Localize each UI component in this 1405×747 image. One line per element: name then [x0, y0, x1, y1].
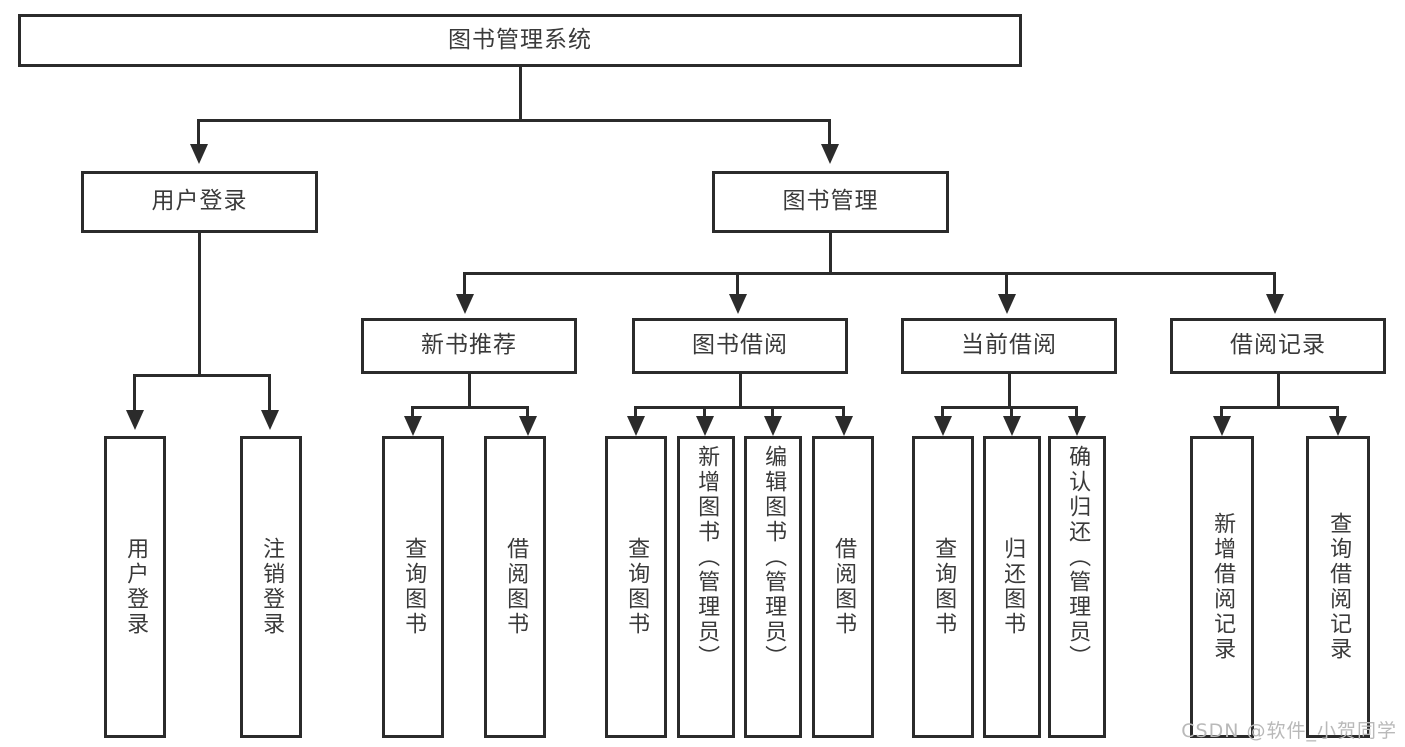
arrow-new-book-child-2 [519, 416, 537, 436]
leaf-label: 借阅图书 [831, 537, 857, 637]
arrow-current-borrow-child-2 [1003, 416, 1021, 436]
node-label: 图书借阅 [692, 332, 788, 359]
connector-user-login-bus [133, 374, 271, 377]
connector-book-borrow-drop-2 [703, 406, 706, 418]
node-root-book-management-system[interactable]: 图书管理系统 [18, 14, 1022, 67]
node-current-borrow[interactable]: 当前借阅 [901, 318, 1117, 374]
arrow-to-borrow-record [1266, 294, 1284, 314]
leaf-label: 查询借阅记录 [1326, 512, 1352, 662]
node-label: 图书管理系统 [448, 26, 592, 53]
connector-current-borrow-bus [941, 406, 1078, 409]
connector-borrow-record-bus [1220, 406, 1339, 409]
connector-current-borrow-drop-2 [1010, 406, 1013, 418]
connector-book-borrow-drop-4 [842, 406, 845, 418]
connector-level3-drop-4 [1273, 272, 1276, 294]
leaf-query-borrow-record[interactable]: 查询借阅记录 [1306, 436, 1370, 738]
leaf-borrow-book[interactable]: 借阅图书 [812, 436, 874, 738]
connector-book-borrow-bus [634, 406, 845, 409]
leaf-label: 确认归还（管理员） [1065, 445, 1091, 670]
leaf-label: 借阅图书 [503, 537, 529, 637]
arrow-borrow-record-child-2 [1329, 416, 1347, 436]
arrow-to-book-borrow [729, 294, 747, 314]
connector-borrow-record-drop-1 [1220, 406, 1223, 418]
node-borrow-record[interactable]: 借阅记录 [1170, 318, 1386, 374]
connector-book-borrow-drop-3 [771, 406, 774, 418]
leaf-user-login[interactable]: 用户登录 [104, 436, 166, 738]
leaf-label: 编辑图书（管理员） [761, 445, 787, 670]
connector-level3-drop-1 [463, 272, 466, 294]
connector-level3-drop-3 [1005, 272, 1008, 294]
connector-level3-drop-2 [736, 272, 739, 294]
connector-root-stem [519, 67, 522, 119]
connector-user-login-drop-2 [268, 374, 271, 410]
leaf-label: 查询图书 [401, 537, 427, 637]
node-label: 用户登录 [151, 188, 248, 215]
connector-user-login-stem [198, 233, 201, 374]
connector-user-login-drop-1 [133, 374, 136, 410]
leaf-label: 用户登录 [123, 537, 149, 637]
connector-new-book-drop-2 [526, 406, 529, 418]
connector-new-book-drop-1 [411, 406, 414, 418]
connector-level2-bus [197, 119, 831, 122]
leaf-add-book-admin[interactable]: 新增图书（管理员） [677, 436, 735, 738]
node-new-book-recommend[interactable]: 新书推荐 [361, 318, 577, 374]
node-label: 图书管理 [782, 188, 879, 215]
connector-book-management-stem [829, 233, 832, 272]
connector-level2-drop-left [197, 119, 200, 144]
connector-level2-drop-right [828, 119, 831, 144]
arrow-book-borrow-child-4 [835, 416, 853, 436]
arrow-to-book-management [821, 144, 839, 164]
arrow-to-leaf-user-login [126, 410, 144, 430]
arrow-current-borrow-child-3 [1068, 416, 1086, 436]
arrow-borrow-record-child-1 [1213, 416, 1231, 436]
arrow-to-user-login [190, 144, 208, 164]
connector-borrow-record-drop-2 [1336, 406, 1339, 418]
node-book-borrow[interactable]: 图书借阅 [632, 318, 848, 374]
arrow-to-current-borrow [998, 294, 1016, 314]
leaf-return-book[interactable]: 归还图书 [983, 436, 1041, 738]
connector-book-borrow-stem [739, 374, 742, 406]
leaf-borrow-book-recommend[interactable]: 借阅图书 [484, 436, 546, 738]
connector-new-book-stem [468, 374, 471, 406]
leaf-add-borrow-record[interactable]: 新增借阅记录 [1190, 436, 1254, 738]
arrow-book-borrow-child-2 [696, 416, 714, 436]
leaf-label: 新增图书（管理员） [694, 445, 720, 670]
connector-new-book-bus [411, 406, 529, 409]
leaf-edit-book-admin[interactable]: 编辑图书（管理员） [744, 436, 802, 738]
leaf-confirm-return-admin[interactable]: 确认归还（管理员） [1048, 436, 1106, 738]
arrow-book-borrow-child-3 [764, 416, 782, 436]
connector-level3-bus [463, 272, 1276, 275]
leaf-label: 查询图书 [931, 537, 957, 637]
leaf-label: 查询图书 [624, 537, 650, 637]
leaf-label: 归还图书 [1000, 537, 1026, 637]
connector-current-borrow-drop-3 [1075, 406, 1078, 418]
leaf-label: 新增借阅记录 [1210, 512, 1236, 662]
arrow-current-borrow-child-1 [934, 416, 952, 436]
connector-book-borrow-drop-1 [634, 406, 637, 418]
arrow-to-leaf-logout [261, 410, 279, 430]
leaf-query-book-current[interactable]: 查询图书 [912, 436, 974, 738]
connector-current-borrow-drop-1 [941, 406, 944, 418]
connector-current-borrow-stem [1008, 374, 1011, 406]
node-label: 新书推荐 [421, 332, 517, 359]
leaf-query-book-recommend[interactable]: 查询图书 [382, 436, 444, 738]
connector-borrow-record-stem [1277, 374, 1280, 406]
node-book-management[interactable]: 图书管理 [712, 171, 949, 233]
arrow-to-new-book-recommend [456, 294, 474, 314]
node-label: 借阅记录 [1230, 332, 1326, 359]
node-label: 当前借阅 [961, 332, 1057, 359]
node-user-login[interactable]: 用户登录 [81, 171, 318, 233]
leaf-logout[interactable]: 注销登录 [240, 436, 302, 738]
leaf-query-book[interactable]: 查询图书 [605, 436, 667, 738]
arrow-new-book-child-1 [404, 416, 422, 436]
leaf-label: 注销登录 [259, 537, 285, 637]
arrow-book-borrow-child-1 [627, 416, 645, 436]
